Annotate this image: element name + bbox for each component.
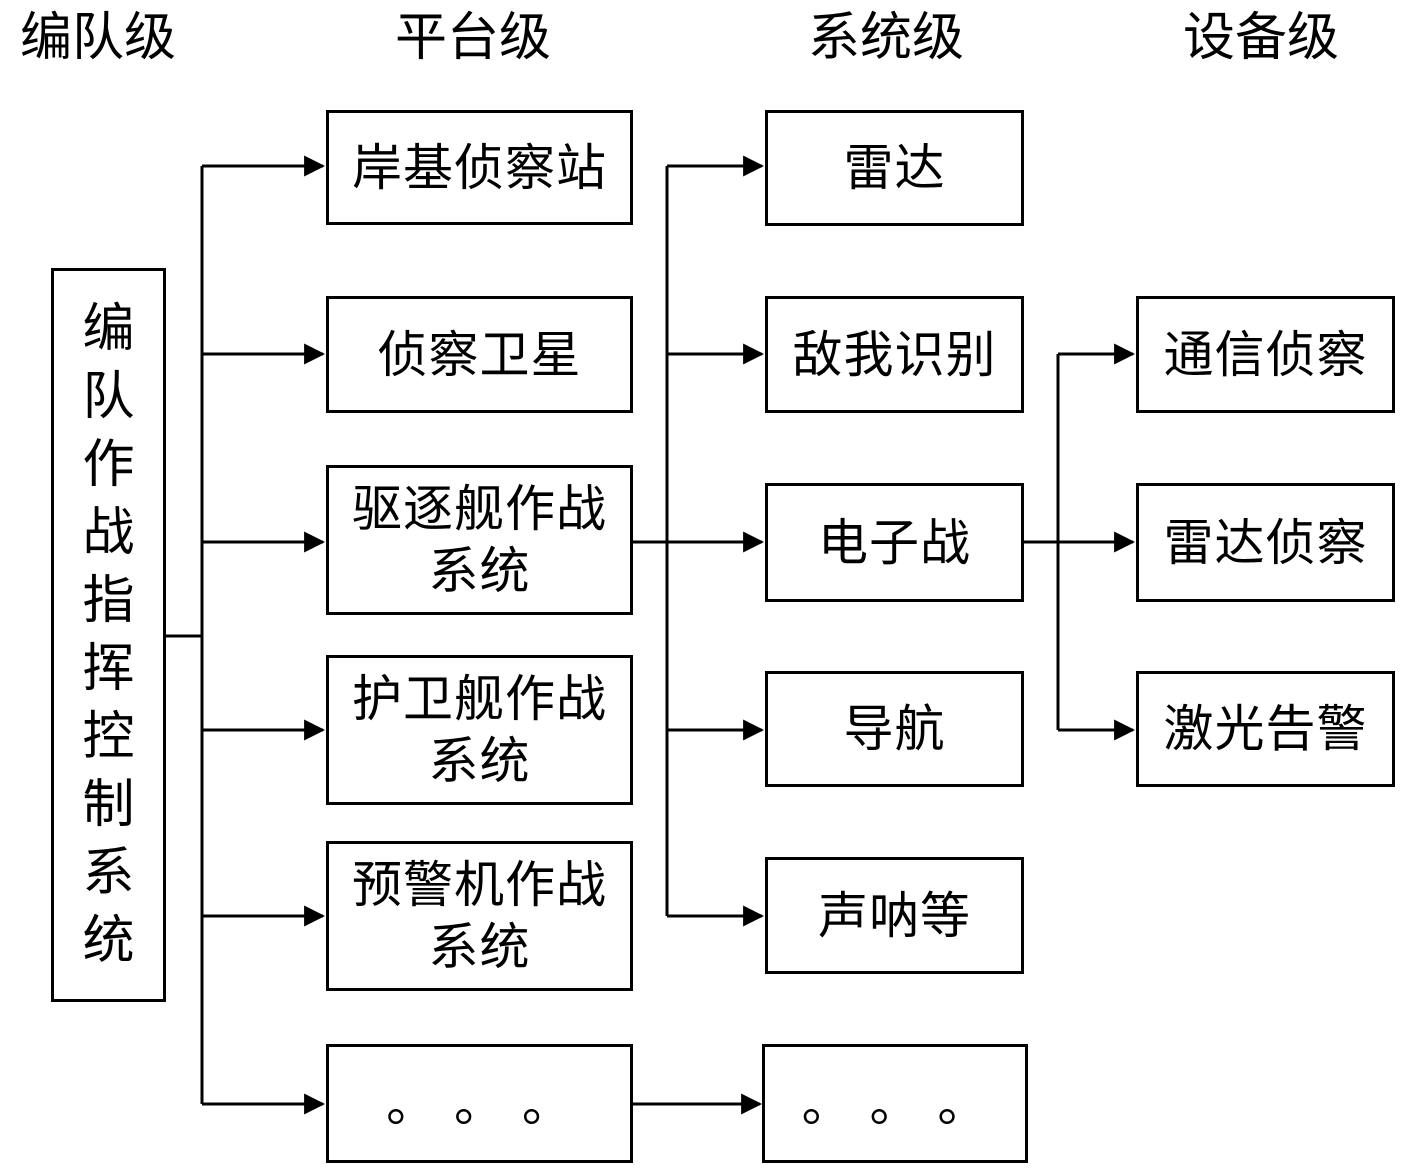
system-node: 敌我识别 [765, 296, 1024, 413]
system-node: 电子战 [765, 483, 1024, 602]
platform-node-ellipsis: 。 。 。 [326, 1044, 633, 1163]
header-platform-level: 平台级 [395, 8, 552, 68]
system-node: 导航 [765, 671, 1024, 787]
platform-node-label: 驱逐舰作战 系统 [352, 480, 607, 600]
platform-node: 侦察卫星 [326, 296, 633, 413]
platform-node-label: 预警机作战 系统 [352, 856, 607, 976]
platform-node-label: 岸基侦察站 [352, 138, 607, 197]
equipment-node: 激光告警 [1136, 671, 1395, 787]
equipment-node-label: 雷达侦察 [1163, 513, 1368, 572]
system-node-ellipsis: 。 。 。 [762, 1044, 1028, 1163]
platform-node: 驱逐舰作战 系统 [326, 465, 633, 615]
root-node: 编队作战指挥控制系统 [51, 268, 166, 1002]
root-node-label: 编队作战指挥控制系统 [82, 299, 135, 971]
system-node-label: 电子战 [818, 513, 971, 572]
header-equipment-level: 设备级 [1183, 8, 1340, 68]
system-node-label: 导航 [843, 700, 946, 758]
equipment-node-label: 通信侦察 [1163, 325, 1368, 384]
equipment-node-label: 激光告警 [1163, 700, 1368, 758]
platform-node-label: 侦察卫星 [377, 325, 582, 384]
header-formation-level: 编队级 [20, 8, 177, 68]
equipment-node: 通信侦察 [1136, 296, 1395, 413]
equipment-node: 雷达侦察 [1136, 483, 1395, 602]
platform-node: 岸基侦察站 [326, 110, 633, 225]
system-node-label: 声呐等 [818, 886, 971, 945]
system-node: 声呐等 [765, 857, 1024, 974]
platform-node: 预警机作战 系统 [326, 841, 633, 991]
platform-node-label: 。 。 。 [386, 1074, 573, 1133]
header-system-level: 系统级 [808, 8, 965, 68]
system-node-label: 。 。 。 [801, 1074, 989, 1133]
platform-node: 护卫舰作战 系统 [326, 655, 633, 805]
system-node-label: 敌我识别 [792, 325, 997, 384]
system-node-label: 雷达 [843, 139, 946, 197]
platform-node-label: 护卫舰作战 系统 [352, 670, 607, 790]
system-node: 雷达 [765, 110, 1024, 226]
